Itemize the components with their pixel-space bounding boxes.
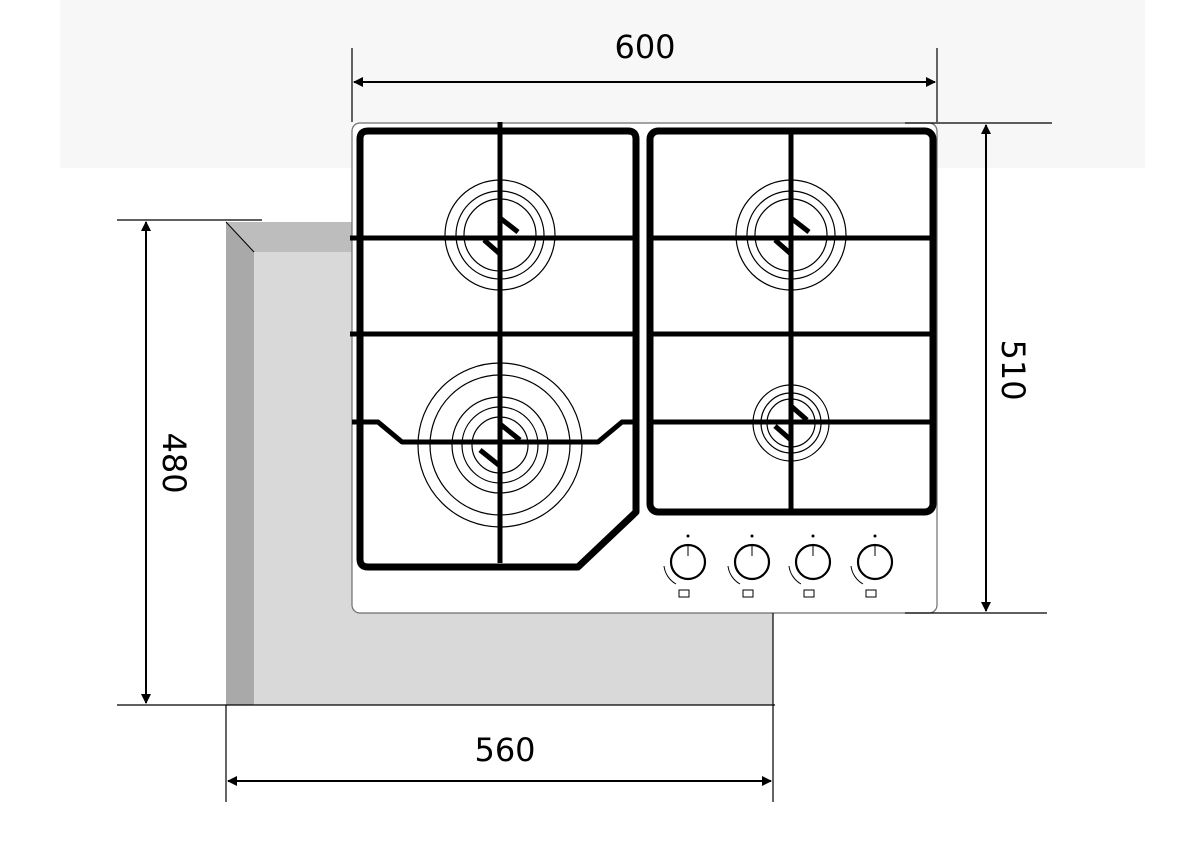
dimension-cutout-width: 560: [225, 613, 774, 802]
burner-front-right: [752, 384, 830, 462]
knob-3[interactable]: [788, 534, 832, 598]
cutout-width-label: 560: [474, 731, 535, 769]
burner-symbol-icon: [803, 589, 815, 598]
burner-front-left: [417, 362, 583, 528]
knob-row: [663, 534, 894, 598]
dimension-hob-depth: 510: [905, 122, 1052, 614]
burner-symbol-icon: [678, 589, 690, 598]
dimension-hob-width: 600: [351, 28, 938, 122]
burner-symbol-icon: [742, 589, 754, 598]
hob-body: [351, 122, 938, 614]
burner-rear-right: [735, 179, 847, 291]
hob-depth-label: 510: [994, 339, 1032, 400]
burner-rear-left: [444, 179, 556, 291]
dimension-cutout-depth: 480: [117, 219, 775, 706]
cutout-side-face: [226, 222, 254, 705]
hob-width-label: 600: [614, 28, 675, 66]
knob-2[interactable]: [727, 534, 771, 598]
knob-4[interactable]: [850, 534, 894, 598]
burner-symbol-icon: [865, 589, 877, 598]
cutout-depth-label: 480: [155, 432, 193, 493]
knob-1[interactable]: [663, 534, 707, 598]
grate-left: [350, 122, 640, 571]
cutout-top-face: [226, 222, 352, 252]
